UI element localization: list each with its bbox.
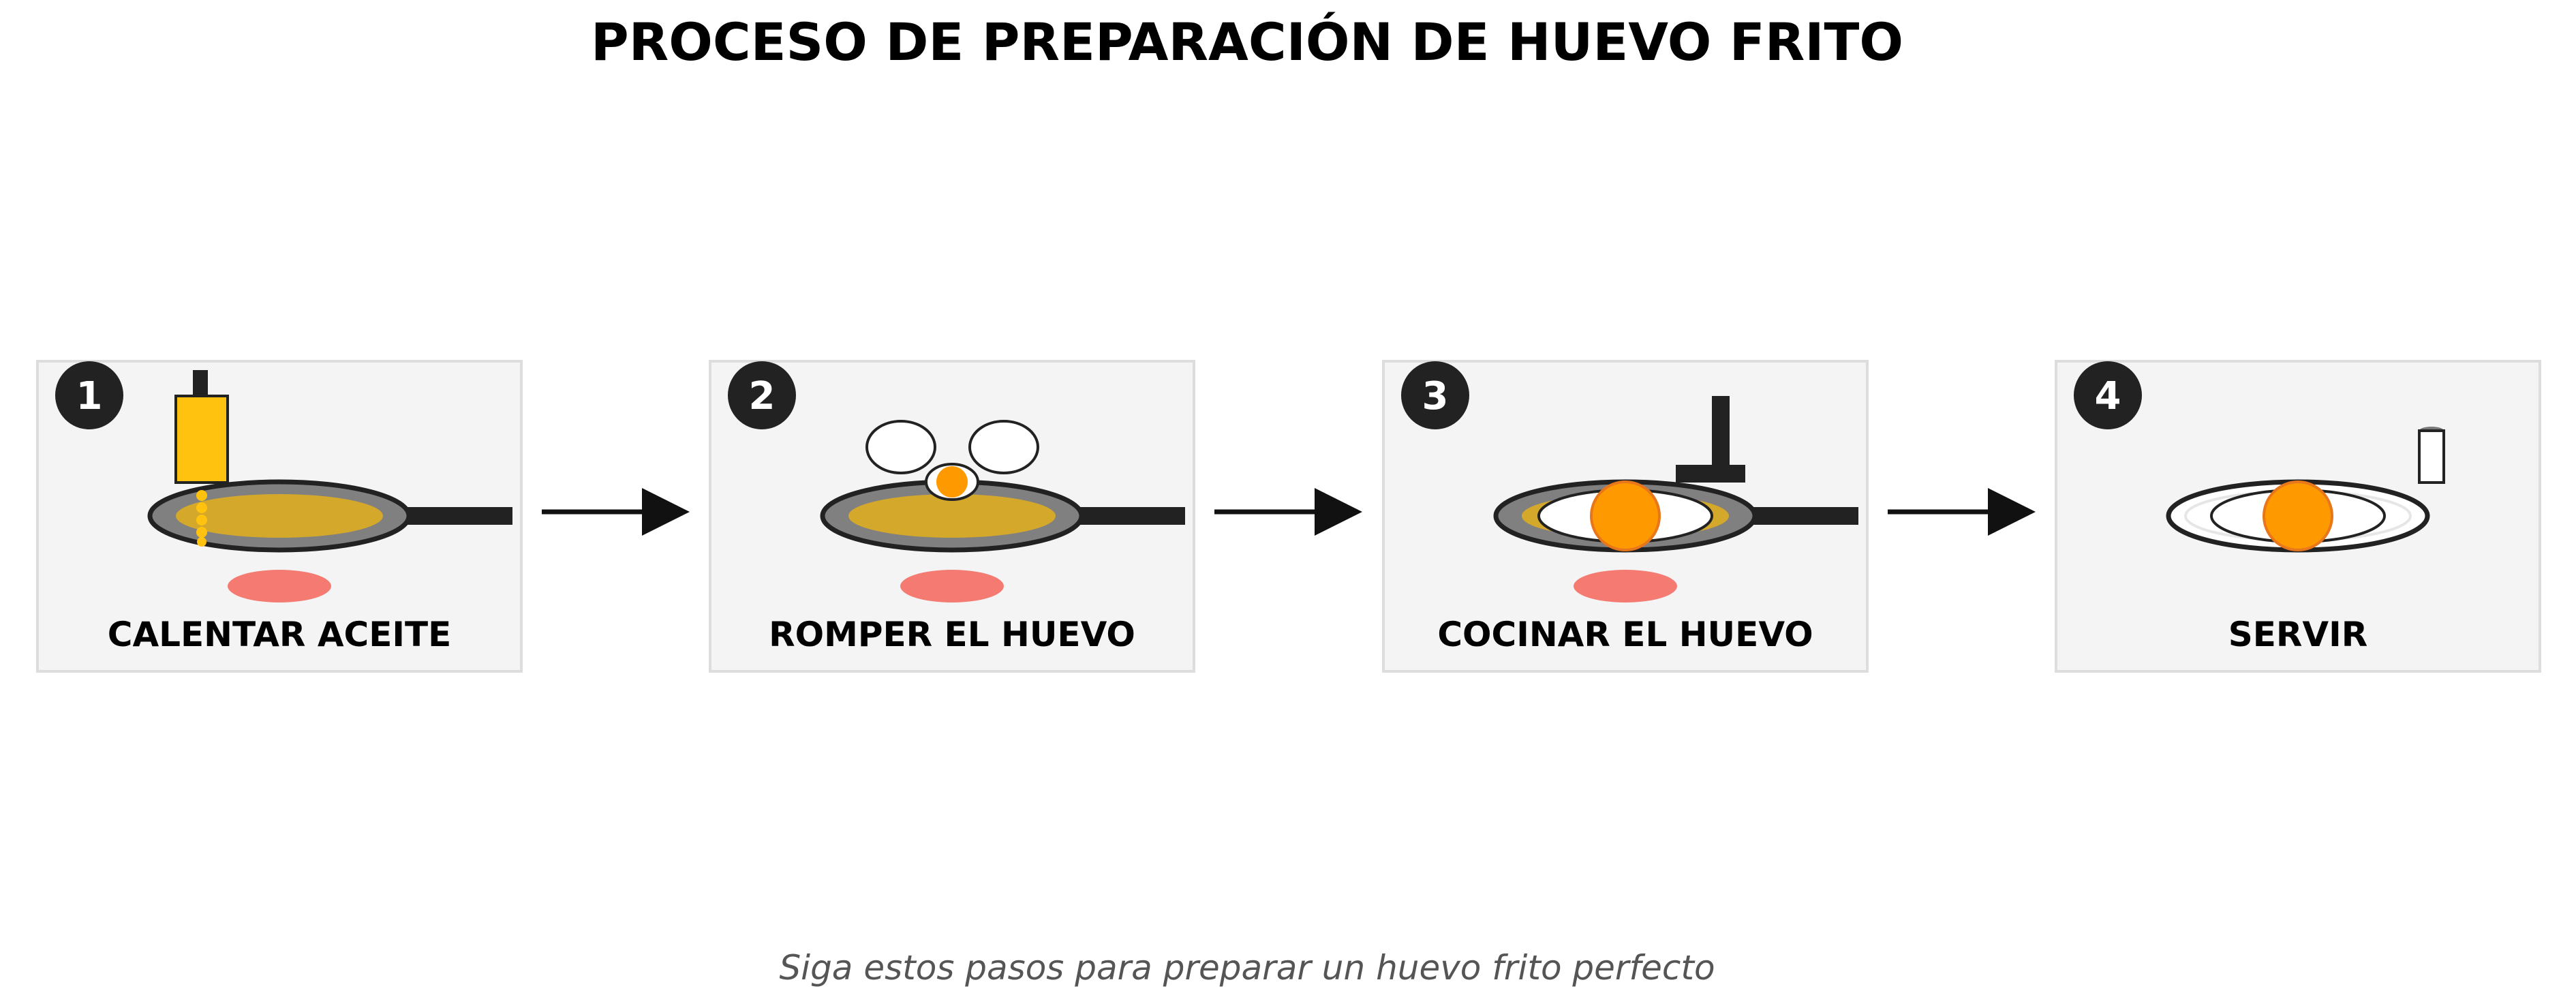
step-1-label: CALENTAR ACEITE [108, 615, 452, 654]
step-2-panel: 2 ROMPER EL HUEVO [709, 360, 1195, 673]
frying-pan-icon [147, 479, 512, 553]
frying-egg-icon [1537, 480, 1713, 551]
oil-drops-icon [196, 490, 207, 547]
falling-egg-icon [925, 463, 979, 501]
step-4-label: SERVIR [2228, 615, 2367, 654]
flame-icon [228, 570, 331, 602]
step-2-number: 2 [749, 374, 776, 418]
flame-icon [900, 570, 1004, 602]
step-3-number: 3 [1422, 374, 1449, 418]
step-1-panel: 1 CALENTAR ACEITE [36, 360, 523, 673]
spatula-icon [1676, 396, 1745, 483]
step-4-badge: 4 [2074, 361, 2142, 429]
oil-bottle-icon [174, 370, 229, 484]
step-1-badge: 1 [55, 361, 123, 429]
cracked-eggshell-icon [865, 420, 1039, 474]
step-3-panel: 3 COCINAR EL HUEVO [1382, 360, 1869, 673]
step-4-panel: 4 SERVIR [2055, 360, 2541, 673]
frying-pan-icon [820, 479, 1185, 553]
diagram-title: PROCESO DE PREPARACIÓN DE HUEVO FRITO [591, 11, 1903, 72]
footer-caption: Siga estos pasos para preparar un huevo … [779, 948, 1715, 988]
step-3-label: COCINAR EL HUEVO [1437, 615, 1813, 654]
flame-icon [1574, 570, 1677, 602]
step-1-number: 1 [76, 374, 103, 418]
step-2-badge: 2 [728, 361, 796, 429]
step-3-badge: 3 [1401, 361, 1469, 429]
step-2-label: ROMPER EL HUEVO [769, 615, 1135, 654]
step-4-number: 4 [2095, 374, 2121, 418]
salt-shaker-icon [2418, 427, 2445, 484]
fried-egg-icon [2210, 480, 2386, 551]
